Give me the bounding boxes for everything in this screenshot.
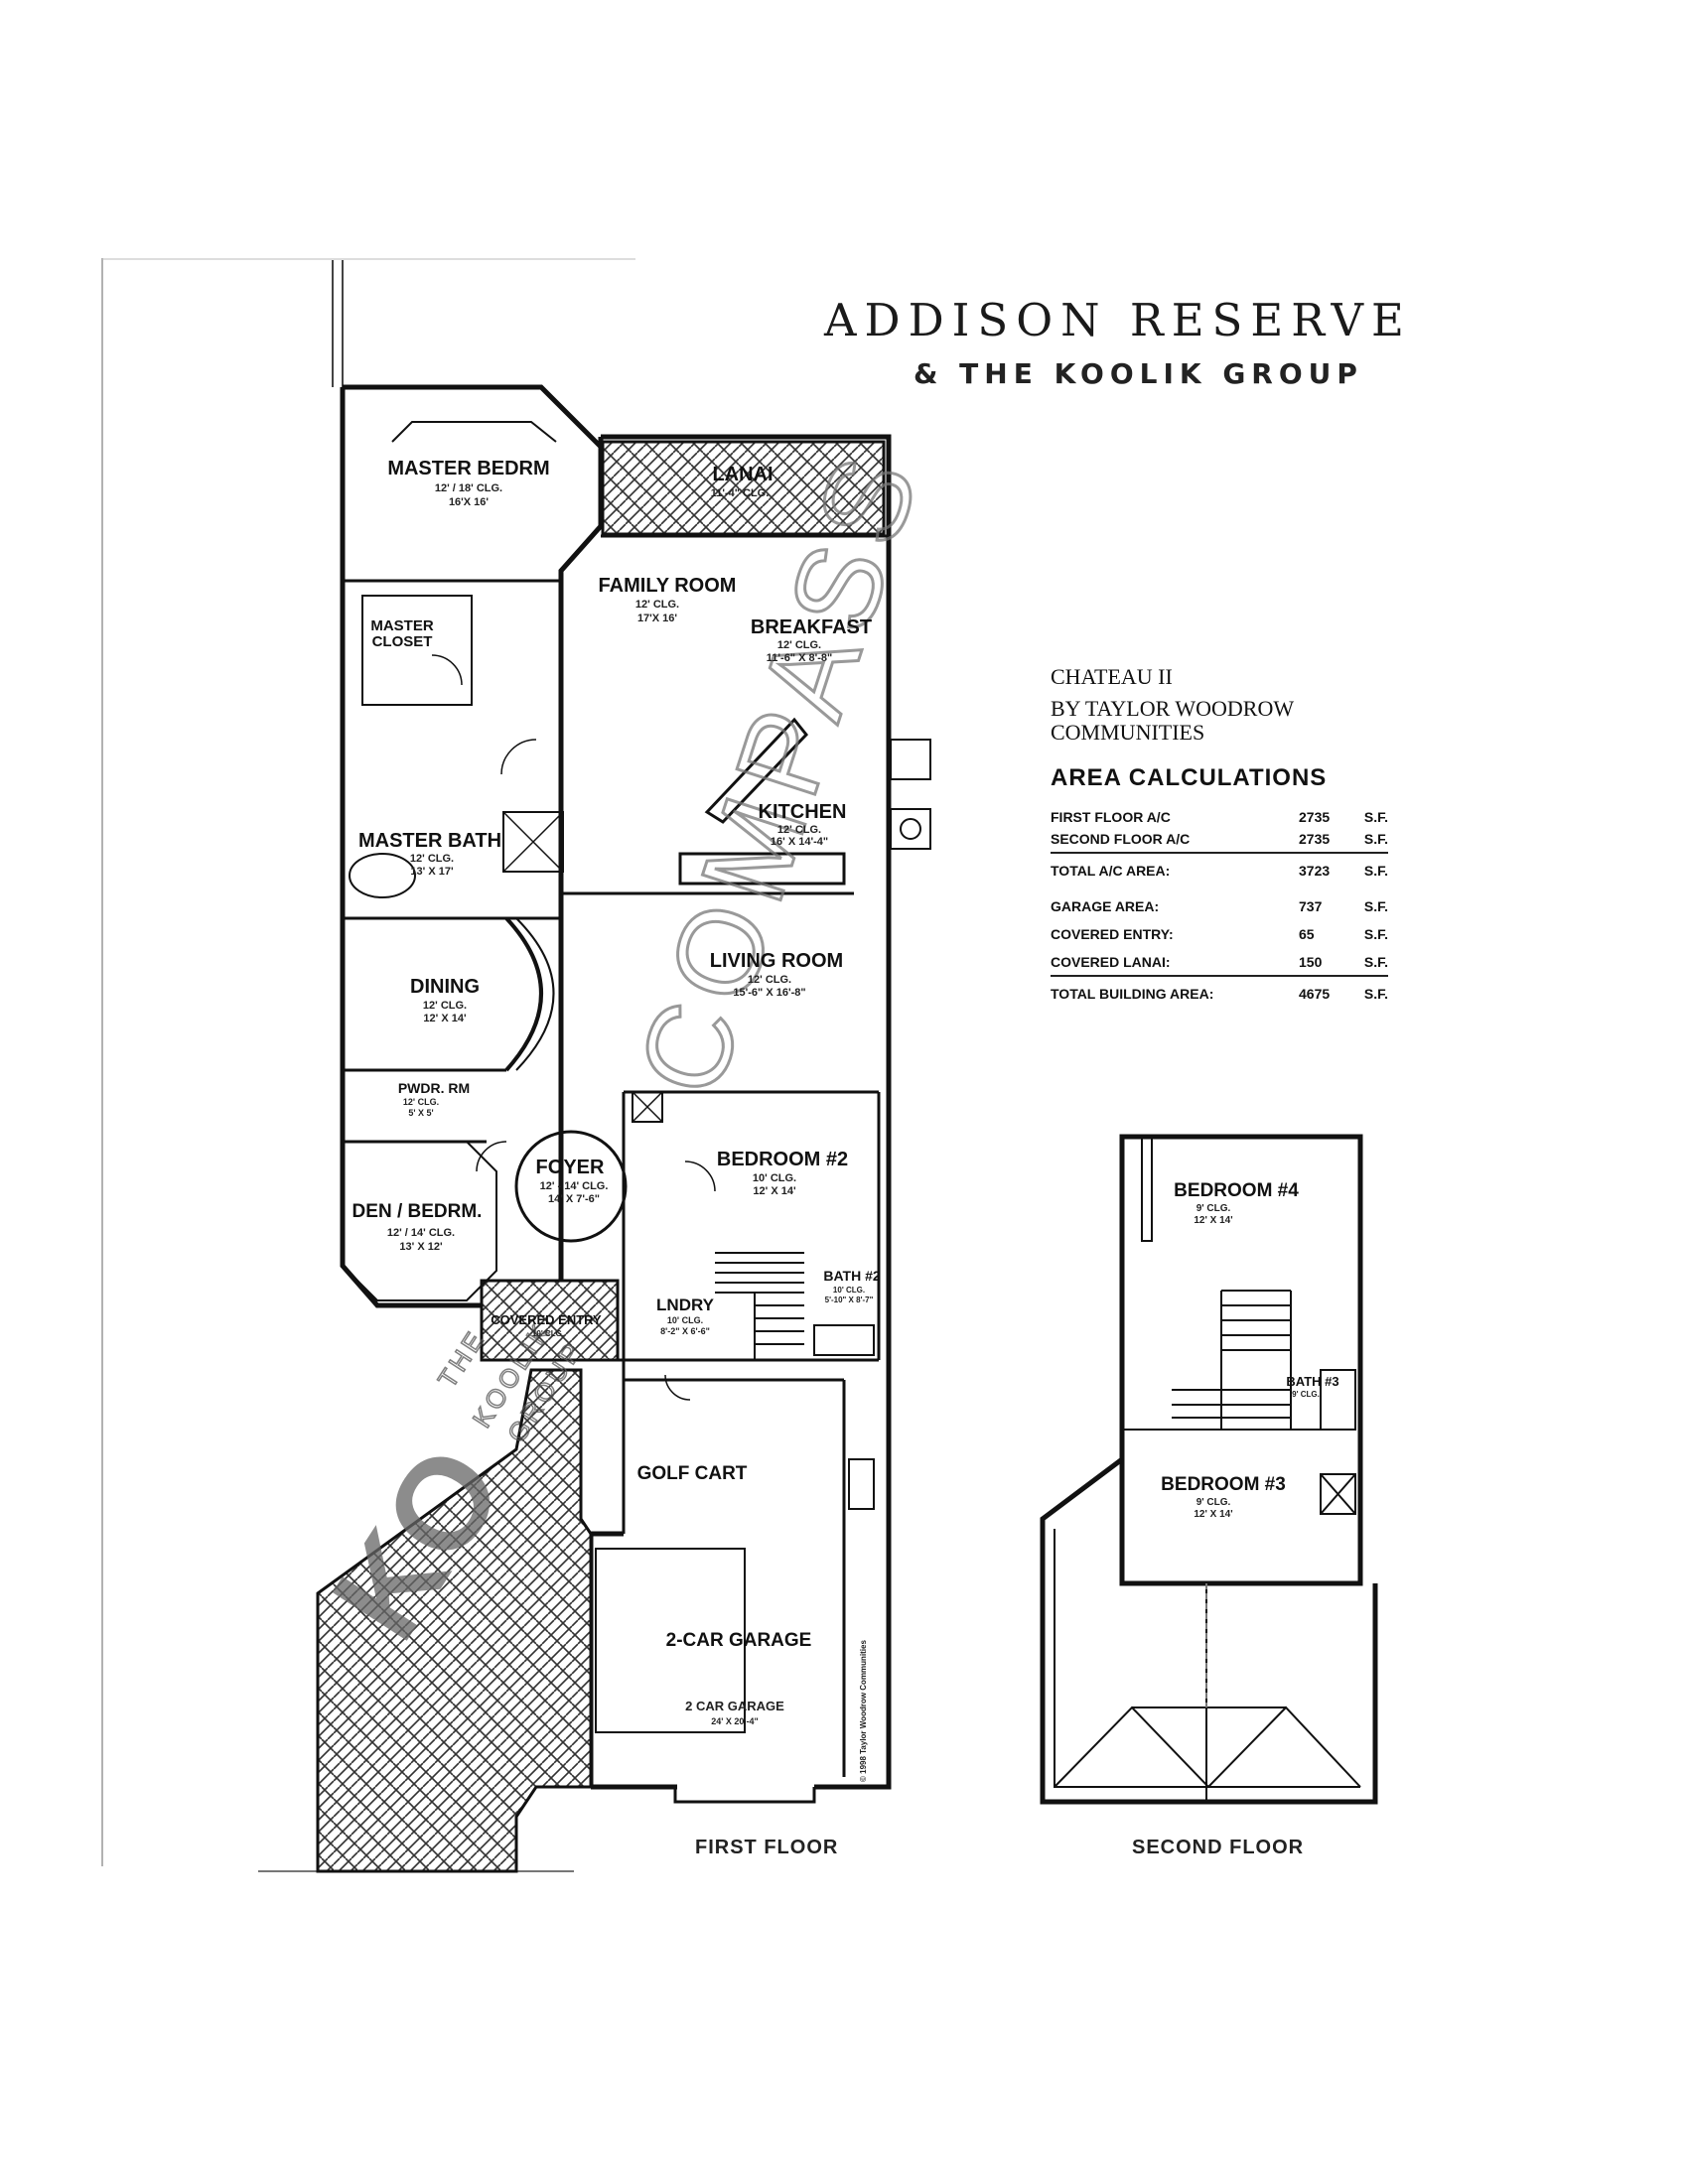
lanai-paving xyxy=(601,440,886,536)
area-heading: AREA CALCULATIONS xyxy=(1051,764,1328,791)
bath-2-label: BATH #2 xyxy=(823,1268,881,1284)
svg-text:12' / 18' CLG.: 12' / 18' CLG. xyxy=(435,482,502,494)
garage-label: 2-CAR GARAGE xyxy=(666,1630,812,1651)
builder-line-2: COMMUNITIES xyxy=(1051,720,1205,745)
svg-text:11'-4" CLG.: 11'-4" CLG. xyxy=(711,487,770,499)
dining-label: DINING xyxy=(410,976,480,998)
svg-text:16'X 16': 16'X 16' xyxy=(449,496,489,508)
svg-text:10' CLG.: 10' CLG. xyxy=(667,1315,703,1325)
svg-text:12' CLG.: 12' CLG. xyxy=(403,1097,439,1107)
svg-text:9' CLG.: 9' CLG. xyxy=(1196,1497,1231,1508)
svg-text:12' CLG.: 12' CLG. xyxy=(423,1000,467,1012)
den-label: DEN / BEDRM. xyxy=(352,1201,483,1222)
svg-text:8'-2" X 6'-6": 8'-2" X 6'-6" xyxy=(660,1326,710,1336)
svg-text:10' CLG.: 10' CLG. xyxy=(833,1286,865,1295)
svg-text:CLOSET: CLOSET xyxy=(372,633,433,650)
model-name: CHATEAU II xyxy=(1051,664,1173,689)
brand-title: ADDISON RESERVE xyxy=(824,294,1412,346)
master-bath-label: MASTER BATH xyxy=(358,830,501,852)
divider xyxy=(1051,852,1388,854)
svg-text:12' CLG.: 12' CLG. xyxy=(635,599,679,611)
svg-text:11'-6" X 8'-8": 11'-6" X 8'-8" xyxy=(767,652,832,664)
svg-text:15'-6" X 16'-8": 15'-6" X 16'-8" xyxy=(733,987,805,999)
stairs-first-floor xyxy=(715,1252,804,1360)
svg-text:2 CAR GARAGE: 2 CAR GARAGE xyxy=(685,1699,784,1713)
living-room-label: LIVING ROOM xyxy=(710,950,843,972)
master-closet-label: MASTER xyxy=(370,617,434,634)
bedroom-3-label: BEDROOM #3 xyxy=(1161,1474,1286,1495)
svg-text:14' X 7'-6": 14' X 7'-6" xyxy=(548,1193,600,1205)
svg-text:10' CLG.: 10' CLG. xyxy=(753,1172,796,1184)
svg-text:9' CLG.: 9' CLG. xyxy=(1292,1390,1320,1399)
copyright-note: © 1998 Taylor Woodrow Communities xyxy=(859,1639,868,1782)
svg-text:10' CLG.: 10' CLG. xyxy=(532,1329,564,1338)
second-floor-labels: BEDROOM #4 9' CLG. 12' X 14' BATH #3 9' … xyxy=(1161,1180,1338,1520)
foyer-circle xyxy=(514,1130,628,1243)
kitchen-label: KITCHEN xyxy=(759,801,847,823)
golf-cart-label: GOLF CART xyxy=(637,1463,748,1484)
svg-text:12' / 14' CLG.: 12' / 14' CLG. xyxy=(387,1227,455,1239)
svg-text:12' X 14': 12' X 14' xyxy=(423,1013,467,1024)
svg-text:12' CLG.: 12' CLG. xyxy=(410,853,454,865)
svg-text:17'X 16': 17'X 16' xyxy=(637,613,677,624)
bedroom-4-label: BEDROOM #4 xyxy=(1174,1180,1299,1201)
builder-line-1: BY TAYLOR WOODROW xyxy=(1051,696,1295,721)
svg-text:13' X 17': 13' X 17' xyxy=(410,866,454,878)
family-room-label: FAMILY ROOM xyxy=(599,575,737,597)
lanai-label: LANAI xyxy=(712,464,773,485)
first-floor-label: FIRST FLOOR xyxy=(695,1837,839,1858)
covered-entry-paving xyxy=(480,1279,620,1362)
bedroom-2-label: BEDROOM #2 xyxy=(717,1149,848,1170)
svg-text:12' - 14' CLG.: 12' - 14' CLG. xyxy=(540,1180,609,1192)
laundry-label: LNDRY xyxy=(656,1296,715,1314)
area-info-panel: CHATEAU II BY TAYLOR WOODROW COMMUNITIES… xyxy=(1051,665,1388,1005)
breakfast-label: BREAKFAST xyxy=(751,616,872,638)
svg-text:5'-10" X 8'-7": 5'-10" X 8'-7" xyxy=(825,1296,874,1304)
powder-room-label: PWDR. RM xyxy=(398,1080,470,1096)
svg-text:12' X 14': 12' X 14' xyxy=(1194,1509,1232,1520)
first-floor-walls xyxy=(340,384,892,1790)
svg-text:12' X 14': 12' X 14' xyxy=(1194,1215,1232,1226)
svg-text:24' X 20'-4": 24' X 20'-4" xyxy=(711,1716,759,1726)
svg-text:5' X 5': 5' X 5' xyxy=(408,1108,433,1118)
bath-3-label: BATH #3 xyxy=(1286,1374,1338,1389)
second-floor-walls xyxy=(1040,1134,1378,1805)
svg-text:12' CLG.: 12' CLG. xyxy=(777,824,821,836)
first-floor-labels: MASTER BEDRM 12' / 18' CLG. 16'X 16' LAN… xyxy=(352,458,881,1782)
svg-text:9' CLG.: 9' CLG. xyxy=(1196,1203,1231,1214)
divider xyxy=(1051,975,1388,977)
brand-subtitle: & THE KOOLIK GROUP xyxy=(914,357,1363,390)
svg-text:12' X 14': 12' X 14' xyxy=(753,1185,796,1197)
svg-text:13' X 12': 13' X 12' xyxy=(399,1241,443,1253)
walkway-paving xyxy=(316,1368,593,1873)
svg-text:16' X 14'-4": 16' X 14'-4" xyxy=(771,836,828,848)
svg-text:12' CLG.: 12' CLG. xyxy=(777,639,821,651)
master-bedroom-label: MASTER BEDRM xyxy=(387,458,549,479)
foyer-label: FOYER xyxy=(536,1157,605,1178)
svg-text:12' CLG.: 12' CLG. xyxy=(748,974,791,986)
covered-entry-label: COVERED ENTRY xyxy=(491,1312,602,1327)
second-floor-label: SECOND FLOOR xyxy=(1132,1837,1305,1858)
